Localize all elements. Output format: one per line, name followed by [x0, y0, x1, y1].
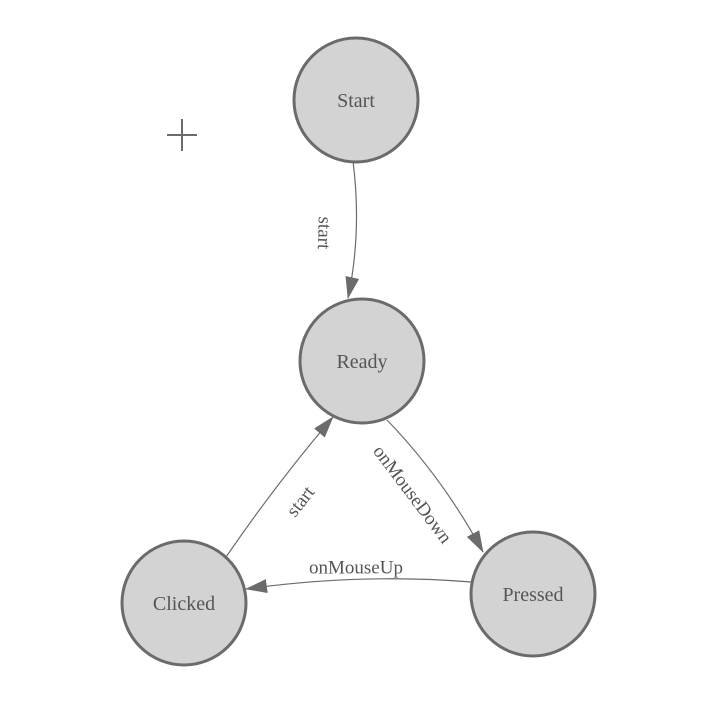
- state-node-ready[interactable]: Ready: [298, 297, 426, 425]
- transition-label-pressed-to-clicked: onMouseUp: [309, 558, 403, 579]
- transition-edge-start-to-ready[interactable]: [345, 160, 360, 299]
- transition-label-clicked-to-ready: start: [283, 482, 320, 521]
- state-node-pressed[interactable]: Pressed: [469, 530, 597, 658]
- origin-crosshair: [167, 119, 197, 151]
- transition-label-start-to-ready: start: [313, 216, 335, 250]
- transition-edge-pressed-to-clicked[interactable]: [245, 578, 472, 594]
- state-node-clicked[interactable]: Clicked: [120, 539, 248, 667]
- state-label-ready: Ready: [336, 351, 387, 373]
- state-circle-pressed[interactable]: [469, 530, 597, 658]
- state-circle-start[interactable]: [292, 36, 420, 164]
- state-circle-clicked[interactable]: [120, 539, 248, 667]
- state-label-start: Start: [337, 90, 375, 112]
- transition-edge-clicked-to-ready[interactable]: [225, 416, 334, 558]
- state-circle-ready[interactable]: [298, 297, 426, 425]
- state-node-start[interactable]: Start: [292, 36, 420, 164]
- state-label-pressed: Pressed: [502, 584, 563, 606]
- transition-label-ready-to-pressed: onMouseDown: [368, 442, 456, 549]
- state-label-clicked: Clicked: [153, 593, 215, 615]
- transition-edge-ready-to-pressed[interactable]: [386, 419, 484, 553]
